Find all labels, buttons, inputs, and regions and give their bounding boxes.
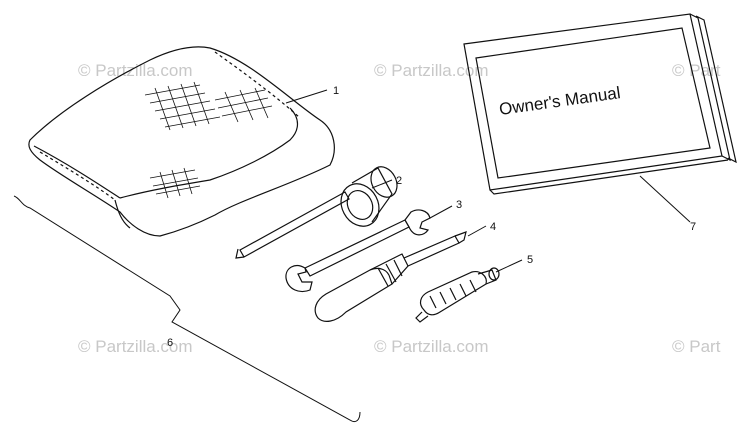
spark-plug-wrench	[235, 166, 398, 259]
open-end-wrench	[285, 209, 431, 293]
callout-7: 7	[690, 221, 696, 233]
manual-title: Owner's Manual	[498, 83, 622, 119]
watermark-text: © Partzilla.com	[78, 61, 193, 80]
callout-1: 1	[333, 85, 339, 97]
leader-line-4	[467, 225, 487, 237]
leader-line-7	[639, 175, 691, 223]
tool-pouch	[28, 46, 335, 237]
owners-manual	[463, 13, 737, 195]
leader-line-5	[495, 259, 523, 273]
callout-2: 2	[396, 175, 402, 187]
callout-4: 4	[490, 221, 496, 233]
screwdriver	[314, 231, 467, 322]
callout-6: 6	[167, 337, 173, 349]
leader-lines	[285, 89, 691, 273]
callouts: 1 2 3 4 5 6 7	[167, 85, 696, 349]
watermark-text: © Partzilla.com	[374, 61, 489, 80]
kit-bracket	[13, 195, 361, 423]
watermarks: © Partzilla.com © Partzilla.com © Part ©…	[78, 61, 721, 356]
callout-3: 3	[456, 199, 462, 211]
watermark-text: © Part	[672, 337, 721, 356]
watermark-text: © Partzilla.com	[78, 337, 193, 356]
leader-line-1	[285, 89, 328, 104]
watermark-text: © Partzilla.com	[374, 337, 489, 356]
bit-driver	[415, 267, 500, 323]
leader-line-3	[429, 205, 453, 219]
callout-5: 5	[527, 254, 533, 266]
leader-line-2	[371, 179, 393, 189]
